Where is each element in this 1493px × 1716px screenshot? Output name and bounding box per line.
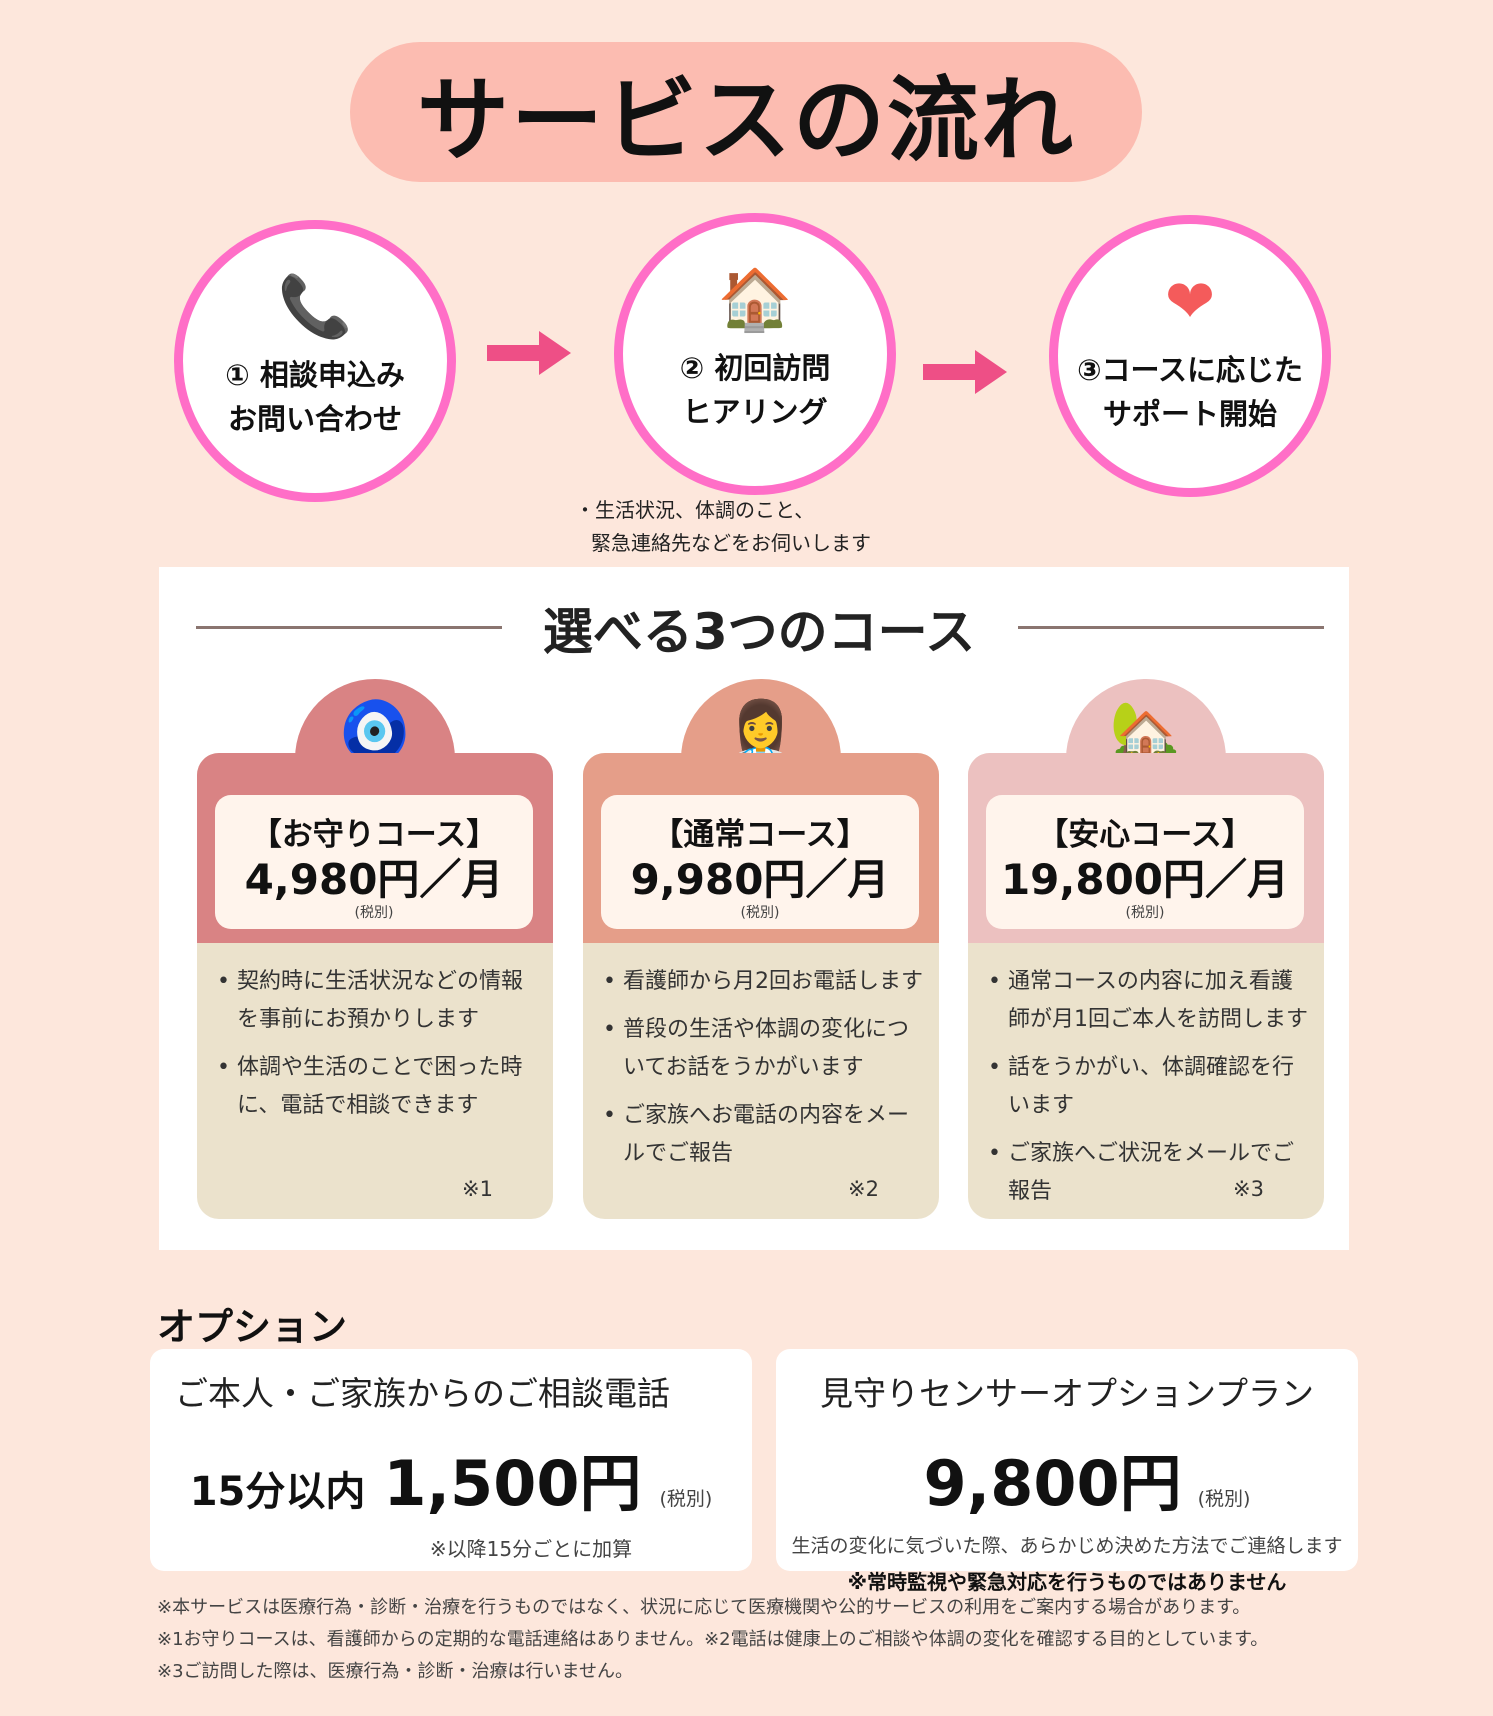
step-label: お問い合わせ xyxy=(227,402,402,436)
option-condition: 15分以内 xyxy=(189,1469,366,1515)
step-3: ❤ ③コースに応じた サポート開始 xyxy=(1049,215,1331,497)
step-label: ① 相談申込み xyxy=(225,358,405,392)
feature-list: 契約時に生活状況などの情報を事前にお預かりします 体調や生活のことで困った時に、… xyxy=(217,963,541,1135)
option-note: ※以降15分ごとに加算 xyxy=(429,1537,633,1561)
divider xyxy=(196,626,502,629)
tax-note: (税別) xyxy=(659,1488,713,1510)
option-title: ご本人・ご家族からのご相談電話 xyxy=(175,1374,670,1413)
tax-note: (税別) xyxy=(1197,1488,1251,1510)
step-1: 📞 ① 相談申込み お問い合わせ xyxy=(174,220,456,502)
list-item: ご家族へご状況をメールでご報告 xyxy=(988,1135,1312,1211)
step-label: サポート開始 xyxy=(1102,397,1277,431)
footnote: ※1お守りコースは、看護師からの定期的な電話連絡はありません。※2電話は健康上の… xyxy=(157,1629,1269,1650)
course-name: 【安心コース】 xyxy=(1037,817,1253,853)
option-sensor-plan: 見守りセンサーオプションプラン 9,800円 (税別) 生活の変化に気づいた際、… xyxy=(776,1349,1358,1594)
footnote-ref: ※1 xyxy=(462,1177,493,1201)
tax-note: (税別) xyxy=(1125,905,1165,921)
course-name: 【通常コース】 xyxy=(652,817,868,853)
step-label: ② 初回訪問 xyxy=(679,351,831,385)
price-box: 【お守りコース】 4,980円／月 (税別) xyxy=(215,795,533,929)
footnotes: ※本サービスは医療行為・診断・治療を行うものではなく、状況に応じて医療機関や公的… xyxy=(157,1592,1268,1688)
option-note: 生活の変化に気づいた際、あらかじめ決めた方法でご連絡します xyxy=(791,1535,1343,1557)
house-icon: 🏠 xyxy=(717,265,793,335)
note-line: ・生活状況、体調のこと、 xyxy=(575,498,815,522)
step-label: ヒアリング xyxy=(682,395,828,429)
list-item: 看護師から月2回お電話します xyxy=(603,963,927,1001)
footnote-ref: ※3 xyxy=(1233,1177,1264,1201)
step-note: ・生活状況、体調のこと、 緊急連絡先などをお伺いします xyxy=(575,494,871,560)
option-title: 見守りセンサーオプションプラン xyxy=(819,1374,1314,1413)
list-item: 体調や生活のことで困った時に、電話で相談できます xyxy=(217,1049,541,1125)
step-2: 🏠 ② 初回訪問 ヒアリング xyxy=(614,213,896,495)
arrow-right-icon xyxy=(487,331,571,375)
option-phone-consult: ご本人・ご家族からのご相談電話 15分以内 1,500円 (税別) ※以降15分… xyxy=(150,1349,752,1571)
list-item: 通常コースの内容に加え看護師が月1回ご本人を訪問します xyxy=(988,963,1312,1039)
course-price: 19,800円／月 xyxy=(1000,855,1290,904)
arrow-right-icon xyxy=(923,350,1007,394)
price-box: 【安心コース】 19,800円／月 (税別) xyxy=(986,795,1304,929)
list-item: 話をうかがい、体調確認を行います xyxy=(988,1049,1312,1125)
options-heading: オプション xyxy=(157,1305,348,1349)
course-price: 9,980円／月 xyxy=(630,855,890,904)
option-warning: ※常時監視や緊急対応を行うものではありません xyxy=(847,1570,1287,1594)
option-price: 1,500円 xyxy=(383,1447,642,1520)
course-price: 4,980円／月 xyxy=(244,855,504,904)
price-box: 【通常コース】 9,980円／月 (税別) xyxy=(601,795,919,929)
handshake-heart-icon: ❤ xyxy=(1164,267,1216,337)
feature-list: 看護師から月2回お電話します 普段の生活や体調の変化についてお話をうかがいます … xyxy=(603,963,927,1183)
course-name: 【お守りコース】 xyxy=(250,817,498,853)
list-item: ご家族へお電話の内容をメールでご報告 xyxy=(603,1097,927,1173)
page-title: サービスの流れ xyxy=(350,42,1142,182)
tax-note: (税別) xyxy=(740,905,780,921)
list-item: 契約時に生活状況などの情報を事前にお預かりします xyxy=(217,963,541,1039)
courses-heading: 選べる3つのコース xyxy=(542,603,976,661)
tax-note: (税別) xyxy=(354,905,394,921)
footnote: ※3ご訪問した際は、医療行為・診断・治療は行いません。 xyxy=(157,1661,633,1682)
note-line: 緊急連絡先などをお伺いします xyxy=(591,531,871,555)
divider xyxy=(1018,626,1324,629)
list-item: 普段の生活や体調の変化についてお話をうかがいます xyxy=(603,1011,927,1087)
course-card-standard: 👩‍⚕️ 【通常コース】 9,980円／月 (税別) 看護師から月2回お電話しま… xyxy=(583,679,939,1219)
step-label: ③コースに応じた xyxy=(1076,353,1304,387)
footnote: ※本サービスは医療行為・診断・治療を行うものではなく、状況に応じて医療機関や公的… xyxy=(157,1597,1251,1618)
footnote-ref: ※2 xyxy=(848,1177,879,1201)
course-card-omamori: 🧿 【お守りコース】 4,980円／月 (税別) 契約時に生活状況などの情報を事… xyxy=(197,679,553,1219)
course-card-anshin: 🏡 【安心コース】 19,800円／月 (税別) 通常コースの内容に加え看護師が… xyxy=(968,679,1324,1221)
phone-icon: 📞 xyxy=(277,272,353,342)
option-price: 9,800円 xyxy=(923,1447,1182,1520)
feature-list: 通常コースの内容に加え看護師が月1回ご本人を訪問します 話をうかがい、体調確認を… xyxy=(988,963,1312,1221)
